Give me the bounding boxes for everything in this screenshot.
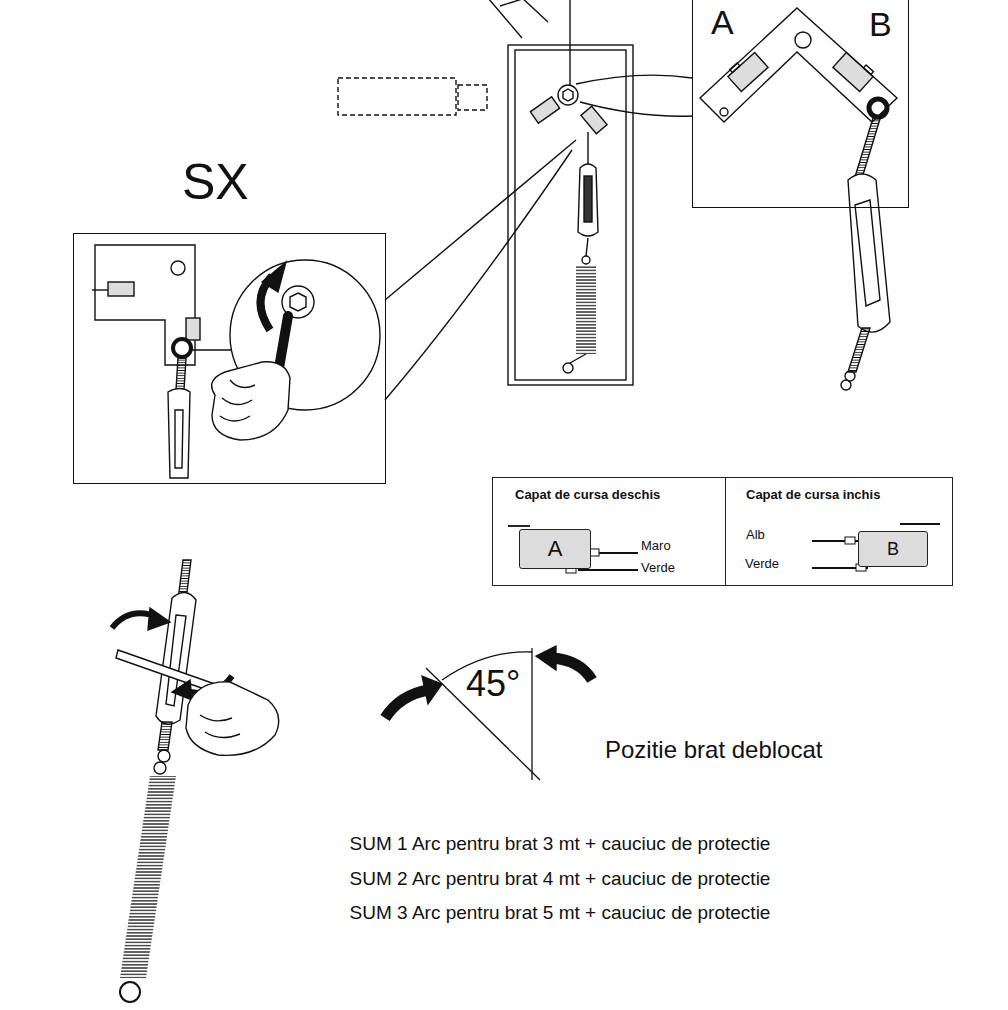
wire-name: Verde xyxy=(641,561,675,576)
wire-name: Maro xyxy=(641,539,671,554)
position-note: Pozitie brat deblocat xyxy=(605,736,822,764)
wire-name: Alb xyxy=(746,528,765,543)
bracket-panel: AB xyxy=(692,0,909,208)
node-text: Capat de cursa inchis xyxy=(746,488,880,503)
node-text: Capat de cursa deschis xyxy=(515,488,660,503)
limit-switch: B xyxy=(858,531,928,567)
node-text: B xyxy=(859,532,927,566)
table-cell: A Capat de cursa deschis xyxy=(492,477,726,586)
detail-panel: SX xyxy=(73,233,386,484)
angle-value: 45° xyxy=(466,663,520,704)
node-text: SX xyxy=(182,154,249,212)
node-text: A xyxy=(520,530,590,568)
node-text: A xyxy=(711,3,734,42)
node-text: B xyxy=(869,5,892,44)
part-note: SUM 3 Arc pentru brat 5 mt + cauciuc de … xyxy=(350,902,771,924)
limit-switch: A xyxy=(519,529,591,569)
part-note: SUM 1 Arc pentru brat 3 mt + cauciuc de … xyxy=(350,833,771,855)
wire-name: Verde xyxy=(745,557,779,572)
part-note: SUM 2 Arc pentru brat 4 mt + cauciuc de … xyxy=(350,868,771,890)
